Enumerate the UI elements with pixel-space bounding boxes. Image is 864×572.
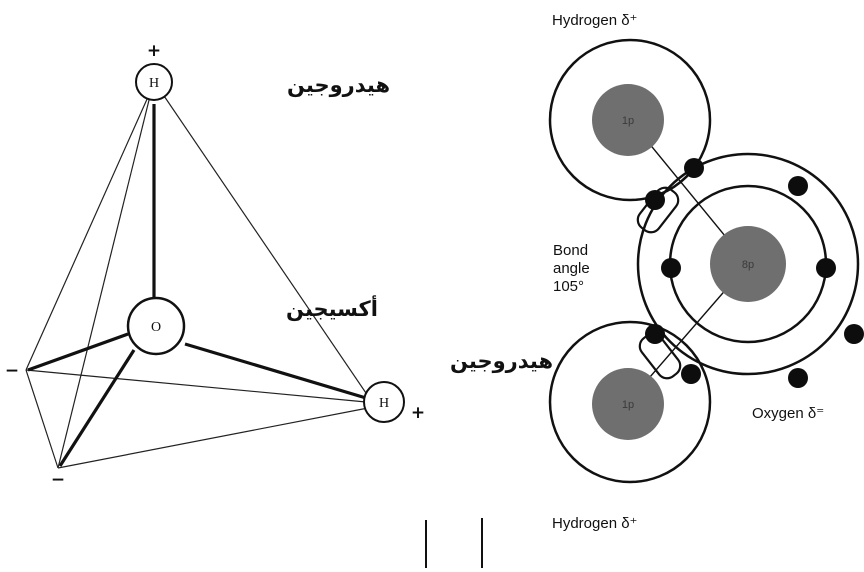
electron [645, 190, 665, 210]
edge-htop-bottom [57, 87, 153, 469]
electron [661, 258, 681, 278]
edge-htop-left [25, 87, 153, 371]
shell-model: 1p 1p 8p [548, 12, 864, 532]
charge-plus-top: + [147, 41, 161, 61]
hydrogen-lower-nucleus [592, 368, 664, 440]
hydrogen-atom-lower: 1p [548, 320, 712, 484]
hydrogen-atom-right: H [363, 381, 405, 423]
hydrogen-lower-nucleus-label: 1p [622, 399, 634, 411]
charge-minus-bottom: − [51, 470, 65, 490]
charge-plus-right: + [411, 403, 425, 423]
tetrahedron-edges [25, 87, 369, 469]
hydrogen-upper-nucleus-label: 1p [622, 115, 634, 127]
edge-left-hright [25, 369, 367, 403]
edge-htop-hright [159, 89, 369, 397]
charge-minus-left: − [5, 361, 19, 381]
edge-bottom-hright [57, 407, 369, 469]
hydrogen-upper-label: Hydrogen δ⁺ [552, 12, 637, 29]
oxygen-atom-shells: 8p [636, 152, 860, 376]
hydrogen-upper-nucleus [592, 84, 664, 156]
oxygen-outer-shell [636, 152, 860, 376]
bond-angle-label-line3: 105° [553, 278, 584, 295]
oxygen-symbol: O [151, 320, 161, 335]
shared-pair-bridges [636, 186, 682, 380]
bond-o-left [27, 332, 129, 372]
tetrahedral-model: H O H + + − − هيدروجين أكسيجين هيدروجين [5, 41, 553, 490]
oxygen-label: أكسيجين [286, 294, 378, 321]
hydrogen-lower-label: Hydrogen δ⁺ [552, 515, 637, 532]
bottom-marks [425, 518, 483, 568]
oxygen-shell-label: Oxygen δ⁼ [752, 405, 824, 422]
electron [788, 176, 808, 196]
hydrogen-right-symbol: H [379, 396, 389, 411]
hydrogen-top-symbol: H [149, 76, 159, 91]
hydrogen-atom-upper: 1p [548, 38, 712, 202]
electron [684, 158, 704, 178]
edge-left-bottom [25, 369, 59, 469]
bond-o-bottom [58, 349, 136, 467]
electron [681, 364, 701, 384]
hydrogen-right-label: هيدروجين [450, 349, 553, 373]
oxygen-atom: O [126, 296, 186, 356]
hydrogen-top-label: هيدروجين [287, 73, 390, 97]
electron [788, 368, 808, 388]
bond-o-hright [184, 342, 367, 400]
electron [645, 324, 665, 344]
bond-angle-label-line2: angle [553, 260, 590, 277]
oxygen-nucleus-label: 8p [742, 259, 754, 271]
electrons [645, 158, 864, 388]
oxygen-bonds [27, 104, 367, 467]
hydrogen-atom-top: H [135, 63, 173, 101]
bond-angle-label-line1: Bond [553, 242, 588, 259]
electron [816, 258, 836, 278]
electron [844, 324, 864, 344]
oxygen-nucleus [710, 226, 786, 302]
